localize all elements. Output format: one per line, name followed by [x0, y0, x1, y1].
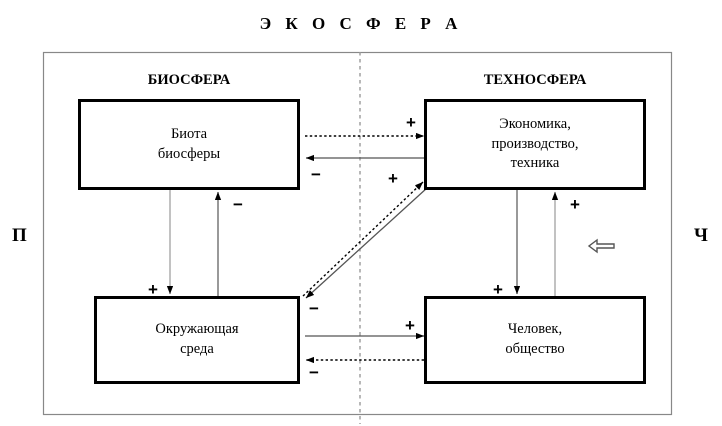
- sign-economy-to-biota: −: [311, 165, 321, 184]
- edge-environment-to-economy: [302, 181, 424, 297]
- sign-society-to-environment: −: [309, 363, 319, 382]
- node-economy[interactable]: Экономика, производство, техника: [424, 99, 646, 190]
- sign-environment-to-economy: +: [388, 169, 398, 188]
- node-society[interactable]: Человек, общество: [424, 296, 646, 384]
- sign-biota-to-environment: +: [148, 280, 158, 299]
- node-society-line2: общество: [505, 341, 565, 357]
- edge-economy-to-environment: [305, 187, 428, 299]
- sign-economy-to-society: +: [493, 280, 503, 299]
- sign-biota-to-economy: +: [406, 113, 416, 132]
- diagram-title: Э К О С Ф Е Р А: [259, 14, 463, 33]
- sign-society-to-economy: +: [570, 195, 580, 214]
- node-economy-line1: Экономика,: [499, 116, 571, 133]
- sign-economy-to-environment: −: [309, 299, 319, 318]
- zone-label-biosphere: БИОСФЕРА: [147, 72, 231, 88]
- sign-environment-to-biota: −: [233, 195, 243, 214]
- bold-left-arrow-icon: [587, 238, 615, 254]
- side-label-left: П: [12, 225, 27, 246]
- node-biota[interactable]: Биота биосферы: [78, 99, 300, 190]
- node-environment-line1: Окружающая: [155, 321, 239, 338]
- node-environment-line2: среда: [180, 341, 214, 357]
- node-society-line1: Человек,: [507, 321, 563, 338]
- sign-environment-to-society: +: [405, 316, 415, 335]
- outer-frame: [42, 51, 673, 416]
- node-biota-line1: Биота: [170, 125, 208, 142]
- node-environment[interactable]: Окружающая среда: [94, 296, 300, 384]
- side-label-right: Ч: [694, 225, 708, 246]
- zone-label-technosphere: ТЕХНОСФЕРА: [483, 72, 587, 88]
- node-economy-line2: производство,: [491, 135, 579, 152]
- node-biota-line2: биосферы: [157, 145, 221, 162]
- node-economy-line3: техника: [510, 155, 560, 172]
